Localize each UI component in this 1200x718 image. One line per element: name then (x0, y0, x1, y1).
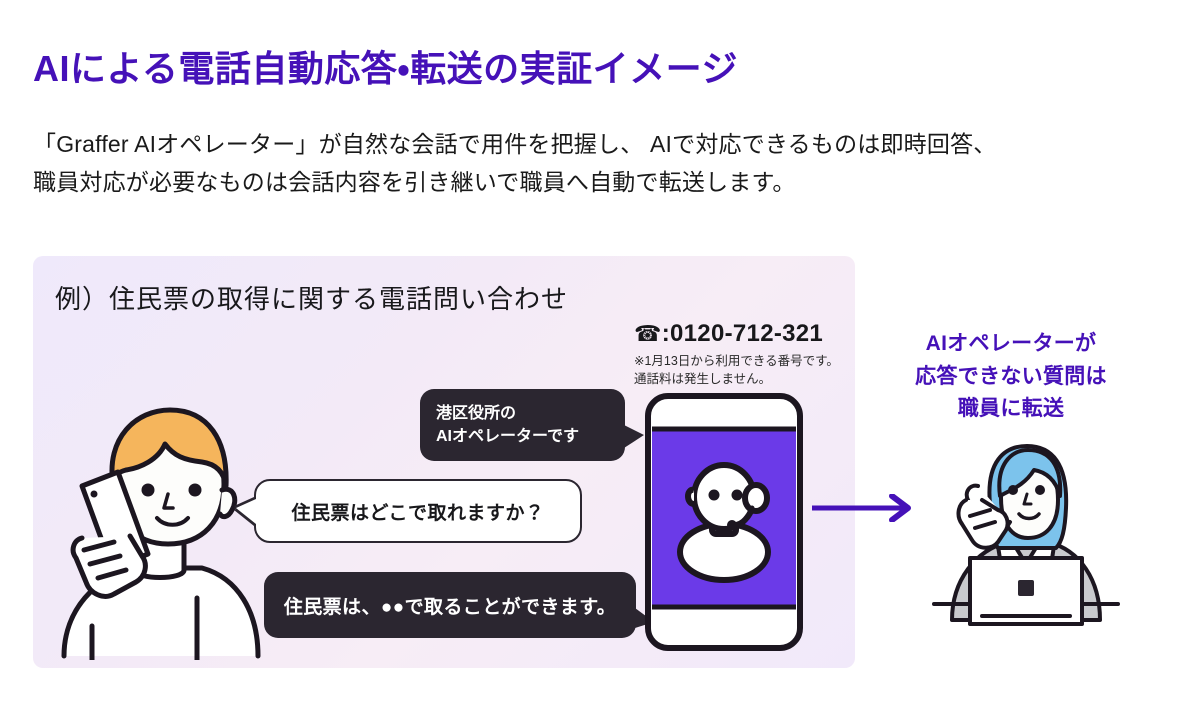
staff-person-illustration (928, 438, 1124, 639)
caller-person-illustration (52, 398, 267, 665)
transfer-arrow-icon (812, 493, 916, 527)
page-description: 「Graffer AIオペレーター」が自然な会話で用件を把握し、 AIで対応でき… (33, 126, 1173, 202)
telephone-number: :0120-712-321 (661, 320, 824, 347)
speech-bubble-question-text: 住民票はどこで取れますか？ (291, 502, 545, 524)
speech-bubble-tail-icon (624, 425, 644, 448)
speech-bubble-ai-intro-line-1: 港区役所の (436, 405, 517, 422)
speech-bubble-answer-text: 住民票は、●●で取ることができます。 (283, 596, 617, 618)
telephone-number-line: ☎:0120-712-321 (634, 320, 839, 348)
ai-operator-headset-avatar (677, 462, 771, 583)
transfer-annotation-line-3: 職員に転送 (957, 397, 1065, 421)
smartphone-device (644, 392, 804, 657)
transfer-annotation: AIオペレーターが 応答できない質問は 職員に転送 (880, 328, 1142, 426)
telephone-note-line-1: ※1月13日から利用できる番号です。 (634, 354, 839, 368)
description-line-2: 職員対応が必要なものは会話内容を引き継いで職員へ自動で転送します。 (33, 168, 796, 195)
example-panel-heading: 例）住民票の取得に関する電話問い合わせ (55, 284, 569, 314)
transfer-annotation-line-2: 応答できない質問は (915, 364, 1107, 388)
telephone-icon: ☎ (634, 321, 662, 346)
speech-bubble-ai-intro-line-2: AIオペレーターです (436, 428, 580, 446)
speech-bubble-ai-intro: 港区役所の AIオペレーターです (420, 389, 644, 462)
telephone-note: ※1月13日から利用できる番号です。 通話料は発生しません。 (634, 352, 839, 388)
speech-bubble-tail-icon (236, 499, 256, 524)
telephone-info: ☎:0120-712-321 ※1月13日から利用できる番号です。 通話料は発生… (634, 320, 839, 388)
description-line-1: 「Graffer AIオペレーター」が自然な会話で用件を把握し、 AIで対応でき… (33, 131, 997, 157)
speech-bubble-question: 住民票はどこで取れますか？ (236, 479, 582, 543)
transfer-annotation-line-1: AIオペレーターが (925, 332, 1097, 355)
telephone-note-line-2: 通話料は発生しません。 (634, 372, 772, 387)
speech-bubble-answer: 住民票は、●●で取ることができます。 (264, 572, 654, 638)
page-title: AIによる電話自動応答・転送の実証イメージ (33, 48, 738, 89)
